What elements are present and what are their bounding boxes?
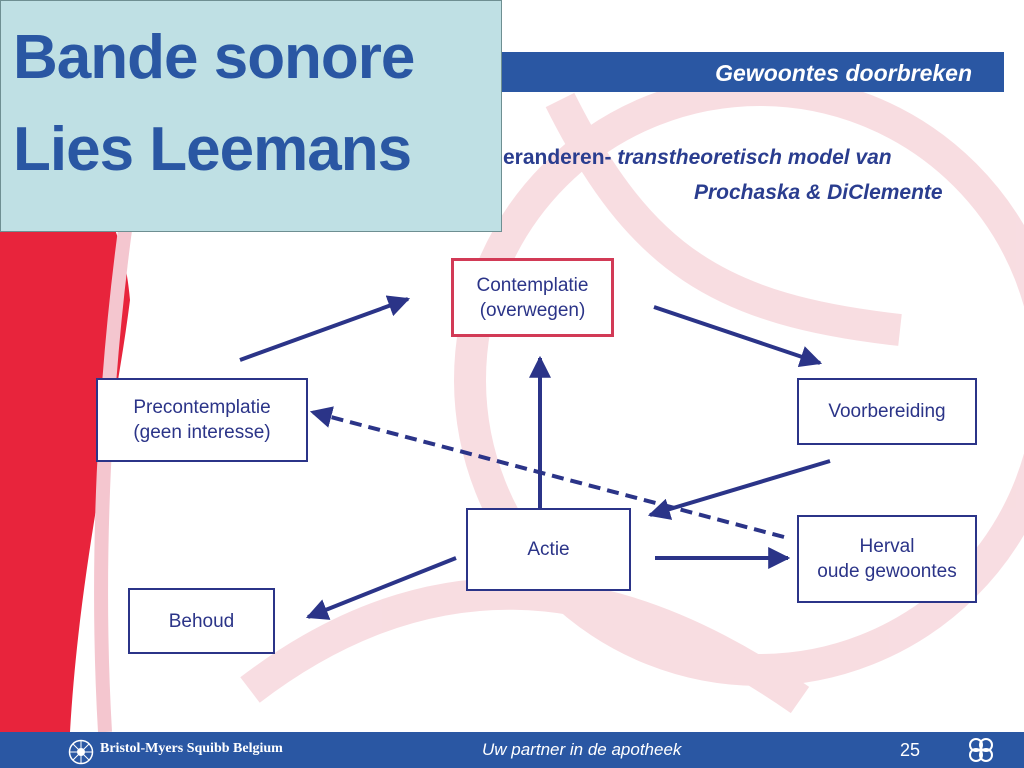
node-voorbereiding-line1: Voorbereiding bbox=[828, 401, 946, 422]
footer-company: Bristol-Myers Squibb Belgium bbox=[100, 741, 283, 756]
page-number: 25 bbox=[900, 740, 921, 760]
sound-track-overlay: Bande sonore Lies Leemans bbox=[0, 0, 502, 232]
node-contemplatie-line2: (overwegen) bbox=[479, 299, 586, 321]
arrow-precontemplatie-to-contemplatie bbox=[239, 295, 411, 362]
subtitle-part-3: Prochaska & DiClemente bbox=[694, 181, 943, 204]
arrow-voorbereiding-to-actie bbox=[647, 459, 831, 520]
arrow-contemplatie-to-voorbereiding bbox=[653, 305, 823, 368]
footer-tagline: Uw partner in de apotheek bbox=[482, 740, 682, 759]
node-actie: Actie bbox=[466, 508, 631, 591]
node-herval: Herval oude gewoontes bbox=[797, 515, 977, 603]
subtitle-part-1: eranderen- bbox=[503, 146, 612, 169]
node-precontemplatie-line1: Precontemplatie bbox=[133, 397, 271, 418]
footer-bar: Bristol-Myers Squibb Belgium Uw partner … bbox=[0, 732, 1024, 768]
overlay-line-2: Lies Leemans bbox=[13, 115, 412, 184]
subtitle-part-2: transtheoretisch model van bbox=[617, 146, 892, 169]
node-actie-line1: Actie bbox=[527, 539, 570, 560]
node-contemplatie-line1: Contemplatie bbox=[476, 274, 589, 296]
node-voorbereiding: Voorbereiding bbox=[797, 378, 977, 445]
arrow-actie-to-behoud bbox=[305, 556, 457, 620]
node-behoud-line1: Behoud bbox=[168, 610, 235, 632]
arrow-herval-to-precontemplatie-dashed bbox=[309, 406, 785, 539]
overlay-line-1: Bande sonore bbox=[13, 23, 415, 92]
header-bar: Gewoontes doorbreken bbox=[500, 52, 1004, 92]
slide-subtitle: eranderen- transtheoretisch model van bbox=[503, 146, 892, 170]
header-title: Gewoontes doorbreken bbox=[715, 60, 972, 86]
node-behoud: Behoud bbox=[128, 588, 275, 654]
clover-icon bbox=[969, 738, 993, 762]
node-herval-line1: Herval bbox=[859, 536, 915, 557]
node-precontemplatie-line2: (geen interesse) bbox=[133, 422, 271, 443]
node-contemplatie: Contemplatie (overwegen) bbox=[451, 258, 614, 337]
node-herval-line2: oude gewoontes bbox=[817, 561, 957, 582]
bms-logo-icon bbox=[68, 739, 94, 765]
node-precontemplatie: Precontemplatie (geen interesse) bbox=[96, 378, 308, 462]
